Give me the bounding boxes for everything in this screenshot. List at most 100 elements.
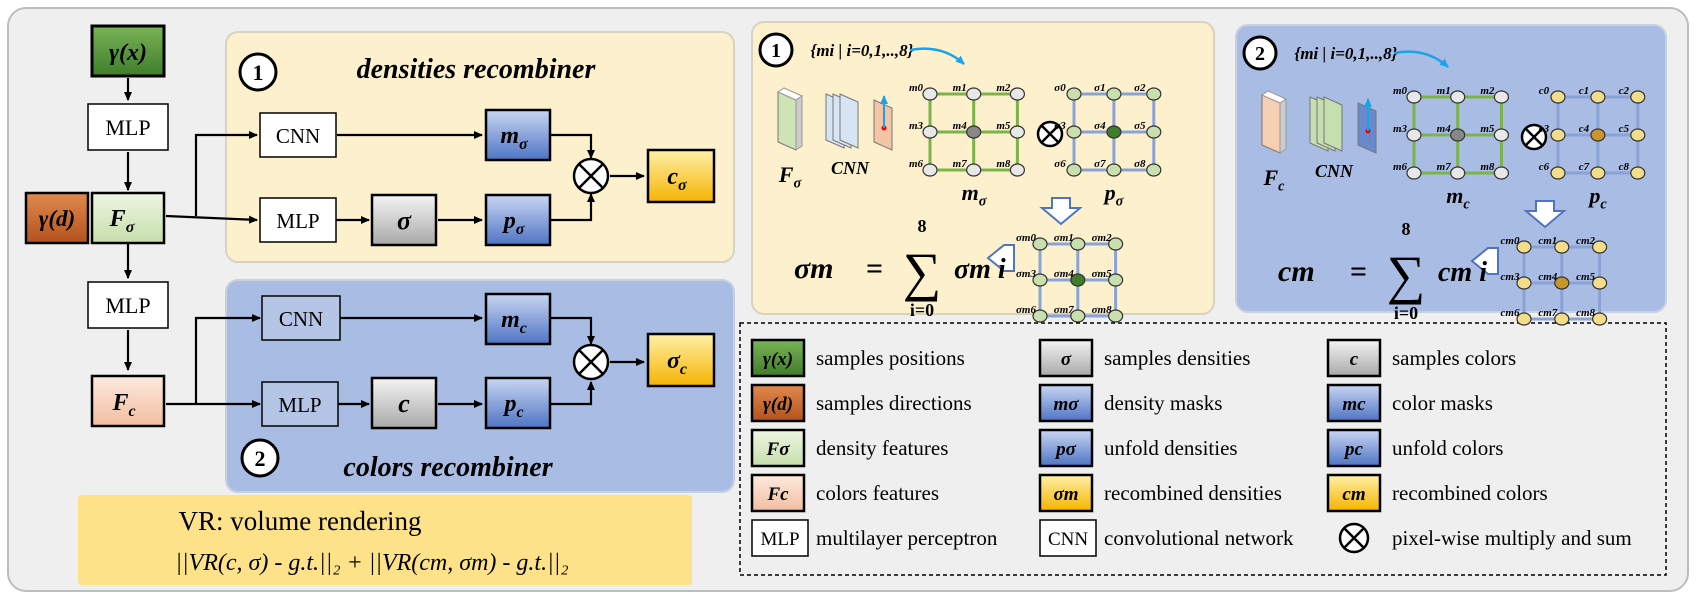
panel_color-cnn-label: CNN	[1315, 161, 1354, 181]
panel_density-formula-eq: =	[866, 252, 883, 285]
panel_density-unfold-grid-node	[1106, 125, 1122, 139]
legend-col2-item-2-icon	[1038, 428, 1094, 468]
m-sigma-base: m	[500, 123, 519, 149]
panel_density-left-arrow	[986, 244, 1015, 272]
panel_color-formula-term: cm i	[1438, 257, 1487, 288]
legend-col1-item-1-icon-text: γ(d)	[763, 394, 793, 415]
cnn-label-color: CNN	[279, 307, 323, 331]
panel_color-formula-eq: =	[1350, 255, 1367, 288]
panel_color-result-grid-node	[1516, 276, 1532, 290]
p-sigma-sub: σ	[516, 221, 525, 238]
legend-col3-item-1-icon	[1326, 383, 1382, 423]
panel_color-result-grid-node	[1516, 312, 1532, 326]
panel_color-result-grid-node	[1516, 240, 1532, 254]
panel_color-mask-grid-label: m4	[1437, 123, 1452, 135]
svg-text:mσ: mσ	[500, 123, 528, 153]
panel_density-cnn-label: CNN	[831, 158, 870, 178]
p-c-base: p	[502, 391, 516, 417]
panel_color-unfold-grid-label: c5	[1619, 123, 1630, 135]
panel_density-formula-top: 8	[918, 216, 927, 236]
panel_color-result-grid-node	[1591, 240, 1608, 254]
panel_color-formula-top: 8	[1402, 219, 1411, 239]
vr-title: VR: volume rendering	[179, 506, 422, 536]
cnn-label-density: CNN	[276, 124, 320, 148]
p-c-box	[484, 376, 552, 430]
panel_color-result-grid-label: cm7	[1538, 307, 1557, 319]
panel_density-mask-grid-label: m2	[996, 82, 1011, 94]
panel_color-multiply-x2	[1525, 128, 1543, 146]
gamma-d-box	[24, 191, 90, 245]
panel_color-result-grid-label: cm1	[1538, 235, 1557, 247]
legend-col2-item-3-icon-text: σm	[1053, 484, 1078, 505]
panel_color-mask-grid-label: m3	[1393, 123, 1408, 135]
panel_density-feature-map-side	[795, 95, 803, 151]
c-sigma-base: c	[667, 164, 678, 190]
legend-col2-item-0-icon	[1038, 338, 1094, 378]
panel_color-formula-bottom: i=0	[1394, 303, 1418, 323]
legend-col3-item-1-icon-text: mc	[1342, 394, 1366, 415]
panel_density-f-label-base: F	[778, 162, 794, 187]
panel_density-unfold-grid-node	[1146, 87, 1162, 101]
panel_density-down-arrow	[1039, 197, 1083, 226]
c-sigma-box	[646, 148, 716, 204]
panel_density-unfold-grid-label: σ8	[1134, 158, 1146, 170]
legend-col3-item-0-label: samples colors	[1392, 346, 1516, 370]
panel_color-unfold-grid-label: c1	[1579, 85, 1589, 97]
cnn-box-density	[259, 112, 337, 158]
c-label: c	[398, 389, 410, 418]
f-c-box	[90, 374, 166, 428]
legend-col1-item-2-label: density features	[816, 436, 948, 460]
panel_color-mask-grid-node	[1406, 90, 1422, 104]
sigma-c-base: σ	[667, 348, 681, 374]
legend-col3-item-1-label: color masks	[1392, 391, 1493, 415]
legend-box	[739, 322, 1667, 576]
panel_density-result-grid-node	[1032, 273, 1048, 287]
panel_density-m-label: mσ	[962, 180, 988, 210]
panel_color-unfold-grid-label: c2	[1619, 85, 1630, 97]
panel_density-f-label-sub: σ	[793, 176, 802, 192]
legend-col3-item-2-label: unfold colors	[1392, 436, 1503, 460]
panel_color-result-grid-node	[1591, 312, 1608, 326]
panel_color-mask-set: {mi | i=0,1,..,8}	[1294, 44, 1397, 63]
p-sigma-base: p	[502, 208, 516, 234]
panel_color-p-label-sub: c	[1600, 197, 1607, 213]
legend-col2-item-3-label: recombined densities	[1104, 481, 1282, 505]
legend-col3-item-2-icon	[1326, 428, 1382, 468]
panel_color-result-grid-label: cm8	[1576, 307, 1595, 319]
panel_density-result-grid-label: σm4	[1054, 268, 1074, 280]
panel_color-result-grid-label: cm2	[1576, 235, 1595, 247]
panel_color-unfold-grid-node	[1630, 90, 1646, 104]
panel_density-result-grid-node	[1107, 273, 1124, 287]
sigma-label: σ	[397, 206, 412, 235]
panel_color-unfold-grid-node	[1590, 90, 1606, 104]
panel_density-result-grid-label: σm2	[1092, 232, 1112, 244]
panel_color-mask-grid-label: m1	[1437, 85, 1451, 97]
legend-col1-item-4-label: multilayer perceptron	[816, 526, 998, 550]
legend-col2-item-4-icon-text: CNN	[1048, 529, 1088, 550]
panel_density-result-grid-node	[1070, 273, 1086, 287]
panel_color-unfold-grid-label: c7	[1579, 161, 1590, 173]
section1-title: densities recombiner	[357, 54, 597, 85]
legend-col2-item-1-icon	[1038, 383, 1094, 423]
p-sigma-box	[484, 193, 552, 247]
sigma-c-box	[646, 332, 716, 388]
m-sigma-box	[484, 108, 552, 162]
panel_density-unfold-grid-label: σ1	[1094, 82, 1105, 94]
mlp-box-mid	[87, 281, 169, 329]
m-c-base: m	[501, 307, 520, 333]
panel_color-mask-grid-node	[1450, 90, 1466, 104]
legend-col1-item-4-icon	[751, 519, 809, 557]
panel_color-p-label-base: p	[1587, 183, 1600, 208]
panel_density-unfold-grid-label: σ6	[1054, 158, 1066, 170]
panel_density-mask-grid-node	[922, 87, 938, 101]
mlp-label-mid: MLP	[105, 293, 150, 318]
panel_color-mask-grid-label: m6	[1393, 161, 1408, 173]
legend-col2-item-4-label: convolutional network	[1104, 526, 1294, 550]
panel_color-mask-grid-label: m2	[1480, 85, 1495, 97]
legend-col3-item-4-icon-x2	[1343, 527, 1365, 549]
cnn-box-color	[261, 295, 341, 341]
vr-loss: ||VR(c, σ) - g.t.||₂ + ||VR(cm, σm) - g.…	[175, 550, 568, 576]
legend-col1-item-0-icon-text: γ(x)	[763, 349, 793, 370]
